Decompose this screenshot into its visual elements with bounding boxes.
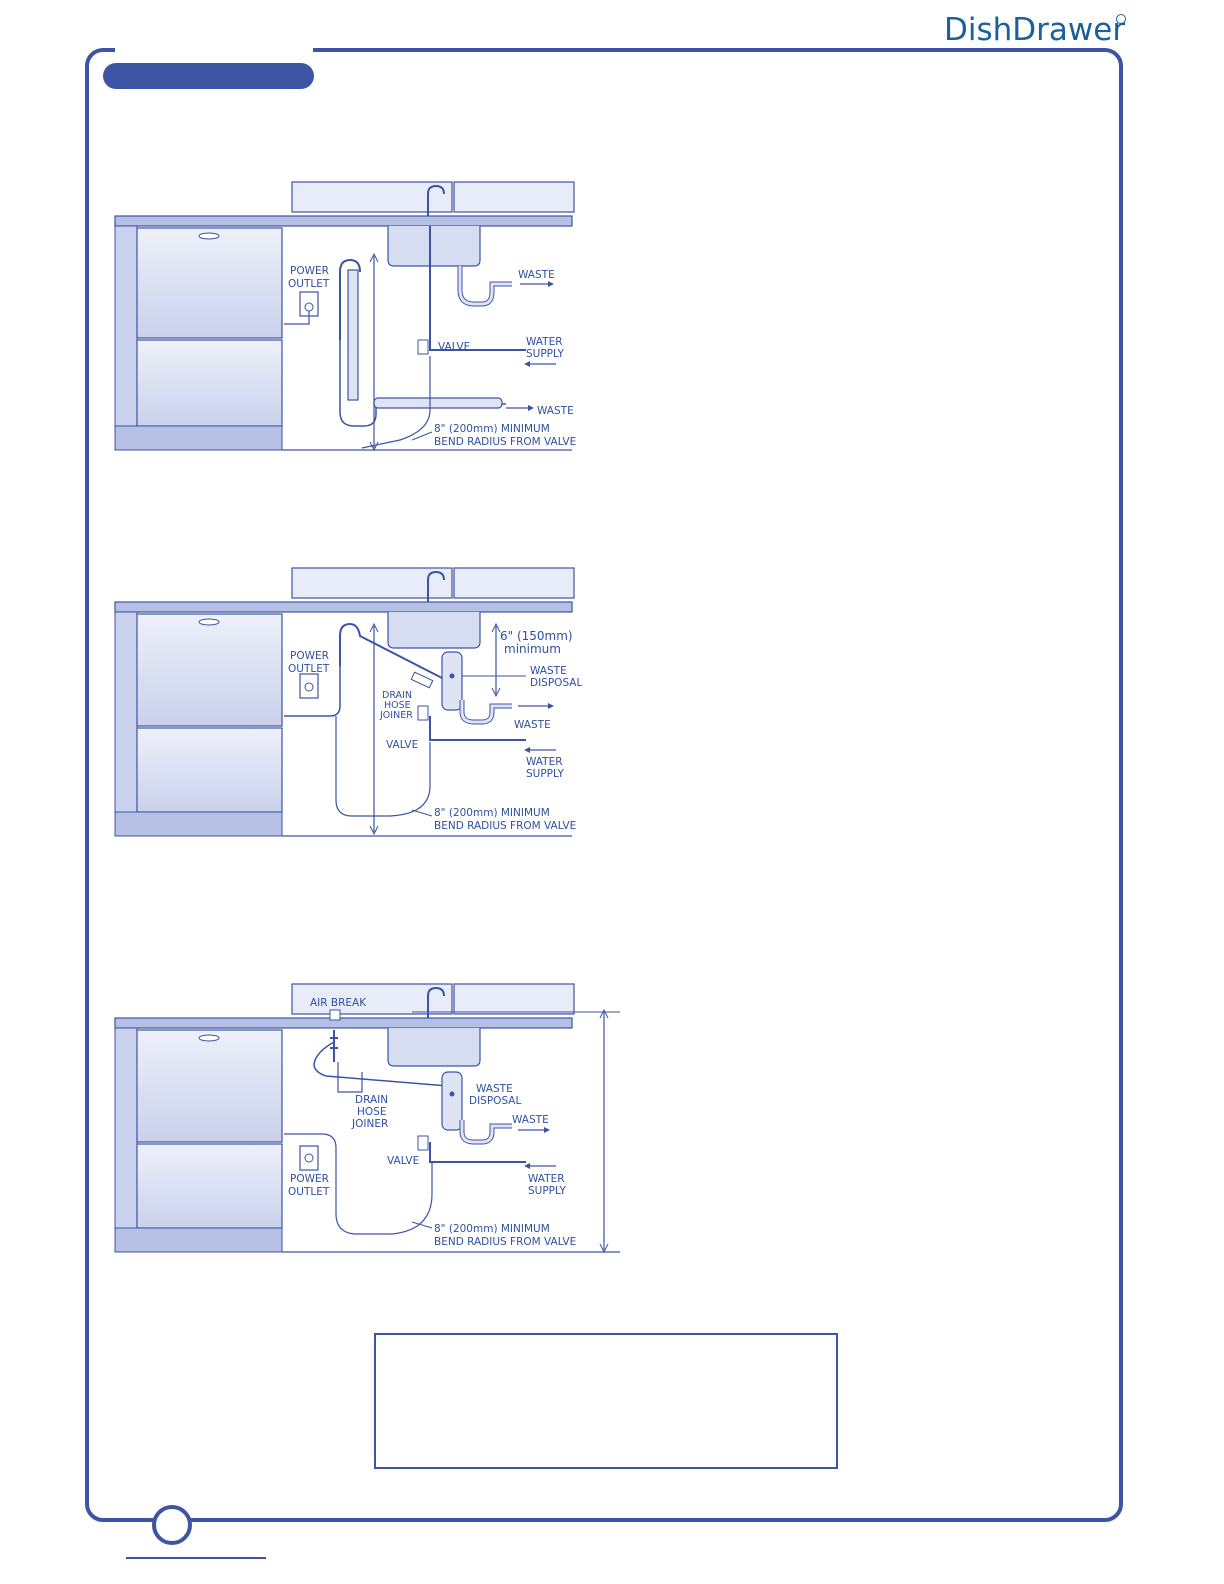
d3-water-label-2: SUPPLY	[528, 1185, 566, 1197]
d1-water-label-1: WATER	[526, 336, 563, 348]
d1-waste-top-label: WASTE	[518, 269, 555, 281]
installation-diagram-1: POWER OUTLET WASTE VALVE WATER SUPPLY WA…	[112, 180, 582, 455]
d3-valve-label: VALVE	[387, 1155, 419, 1167]
d2-waste-label: WASTE	[514, 719, 551, 731]
d2-power-label-2: OUTLET	[288, 663, 330, 675]
d3-airbreak-label: AIR BREAK	[310, 997, 367, 1009]
d1-power-label-1: POWER	[290, 265, 329, 277]
d1-valve-label: VALVE	[438, 341, 470, 353]
footer-rule	[126, 1557, 266, 1559]
d1-power-label-2: OUTLET	[288, 278, 330, 290]
page-number-circle	[152, 1505, 192, 1545]
d3-power-label-2: OUTLET	[288, 1186, 330, 1198]
d3-joiner-label-2: HOSE	[357, 1106, 386, 1118]
dishdrawer-logo: DishDrawer	[944, 12, 1126, 48]
d3-bend-label-2: BEND RADIUS FROM VALVE	[434, 1236, 576, 1248]
d2-min-label-2: minimum	[504, 642, 561, 656]
installation-diagram-2: POWER OUTLET 6" (150mm) minimum WASTE DI…	[112, 566, 582, 841]
d2-valve-label: VALVE	[386, 739, 418, 751]
d2-disposal-label-2: DISPOSAL	[530, 677, 582, 689]
d2-joiner-label-1: DRAIN	[382, 690, 412, 701]
d1-bend-label-2: BEND RADIUS FROM VALVE	[434, 436, 576, 448]
section-tab	[103, 63, 314, 89]
d1-water-label-2: SUPPLY	[526, 348, 564, 360]
d2-bend-label-1: 8" (200mm) MINIMUM	[434, 807, 550, 819]
d1-waste-bottom-label: WASTE	[537, 405, 574, 417]
d3-disposal-label-2: DISPOSAL	[469, 1095, 521, 1107]
d2-min-label-1: 6" (150mm)	[500, 629, 573, 643]
registered-mark-icon	[1116, 14, 1126, 24]
d2-water-label-1: WATER	[526, 756, 563, 768]
installation-diagram-3: AIR BREAK WASTE DISPOSAL DRAIN HOSE JOIN…	[112, 982, 622, 1257]
d2-bend-label-2: BEND RADIUS FROM VALVE	[434, 820, 576, 832]
d2-disposal-label-1: WASTE	[530, 665, 567, 677]
d2-joiner-label-3: JOINER	[379, 710, 413, 721]
d3-joiner-label-3: JOINER	[351, 1118, 388, 1130]
d2-power-label-1: POWER	[290, 650, 329, 662]
d3-bend-label-1: 8" (200mm) MINIMUM	[434, 1223, 550, 1235]
d3-disposal-label-1: WASTE	[476, 1083, 513, 1095]
d3-joiner-label-1: DRAIN	[355, 1094, 388, 1106]
d1-bend-label-1: 8" (200mm) MINIMUM	[434, 423, 550, 435]
d3-power-label-1: POWER	[290, 1173, 329, 1185]
note-box	[374, 1333, 838, 1469]
d2-joiner-label-2: HOSE	[384, 700, 411, 711]
d3-waste-label: WASTE	[512, 1114, 549, 1126]
frame-gap	[115, 42, 313, 56]
d3-water-label-1: WATER	[528, 1173, 565, 1185]
d2-water-label-2: SUPPLY	[526, 768, 564, 780]
page-frame	[85, 48, 1123, 1522]
